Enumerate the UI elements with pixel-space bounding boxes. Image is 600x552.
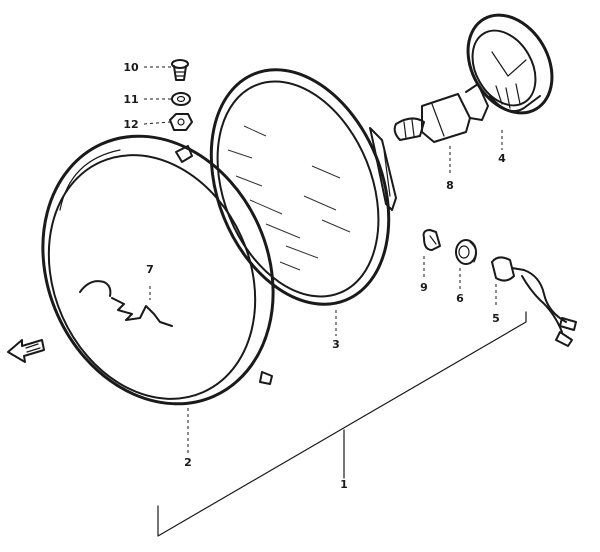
callout-10: 10 — [123, 61, 139, 74]
assembly-bracket — [157, 311, 527, 537]
callout-8: 8 — [446, 179, 454, 192]
callout-1: 1 — [340, 478, 348, 491]
callout-9: 9 — [420, 281, 428, 294]
front-direction-arrow-icon — [7, 339, 45, 363]
washer-part — [171, 92, 191, 106]
callout-6: 6 — [456, 292, 464, 305]
callout-11: 11 — [123, 93, 138, 106]
headlight-rim-part — [41, 134, 275, 406]
main-bulb-part — [393, 83, 489, 143]
spring-clip-part — [79, 280, 173, 327]
callout-12: 12 — [123, 118, 138, 131]
headlight-lens-unit-part — [209, 68, 397, 306]
socket-cover-part — [466, 13, 554, 115]
position-bulb-part — [422, 229, 441, 251]
callout-2: 2 — [184, 456, 192, 469]
callout-4: 4 — [498, 152, 506, 165]
position-socket-part — [455, 239, 477, 265]
lens-hatching — [227, 125, 351, 271]
nut-part — [169, 113, 193, 131]
callout-labels: 1 2 3 4 5 6 7 8 9 10 11 12 — [123, 61, 506, 491]
screw-part — [171, 59, 189, 81]
leader-lines — [143, 66, 503, 454]
callout-5: 5 — [492, 312, 500, 325]
socket-harness-part — [491, 256, 577, 347]
callout-7: 7 — [146, 263, 154, 276]
callout-3: 3 — [332, 338, 340, 351]
